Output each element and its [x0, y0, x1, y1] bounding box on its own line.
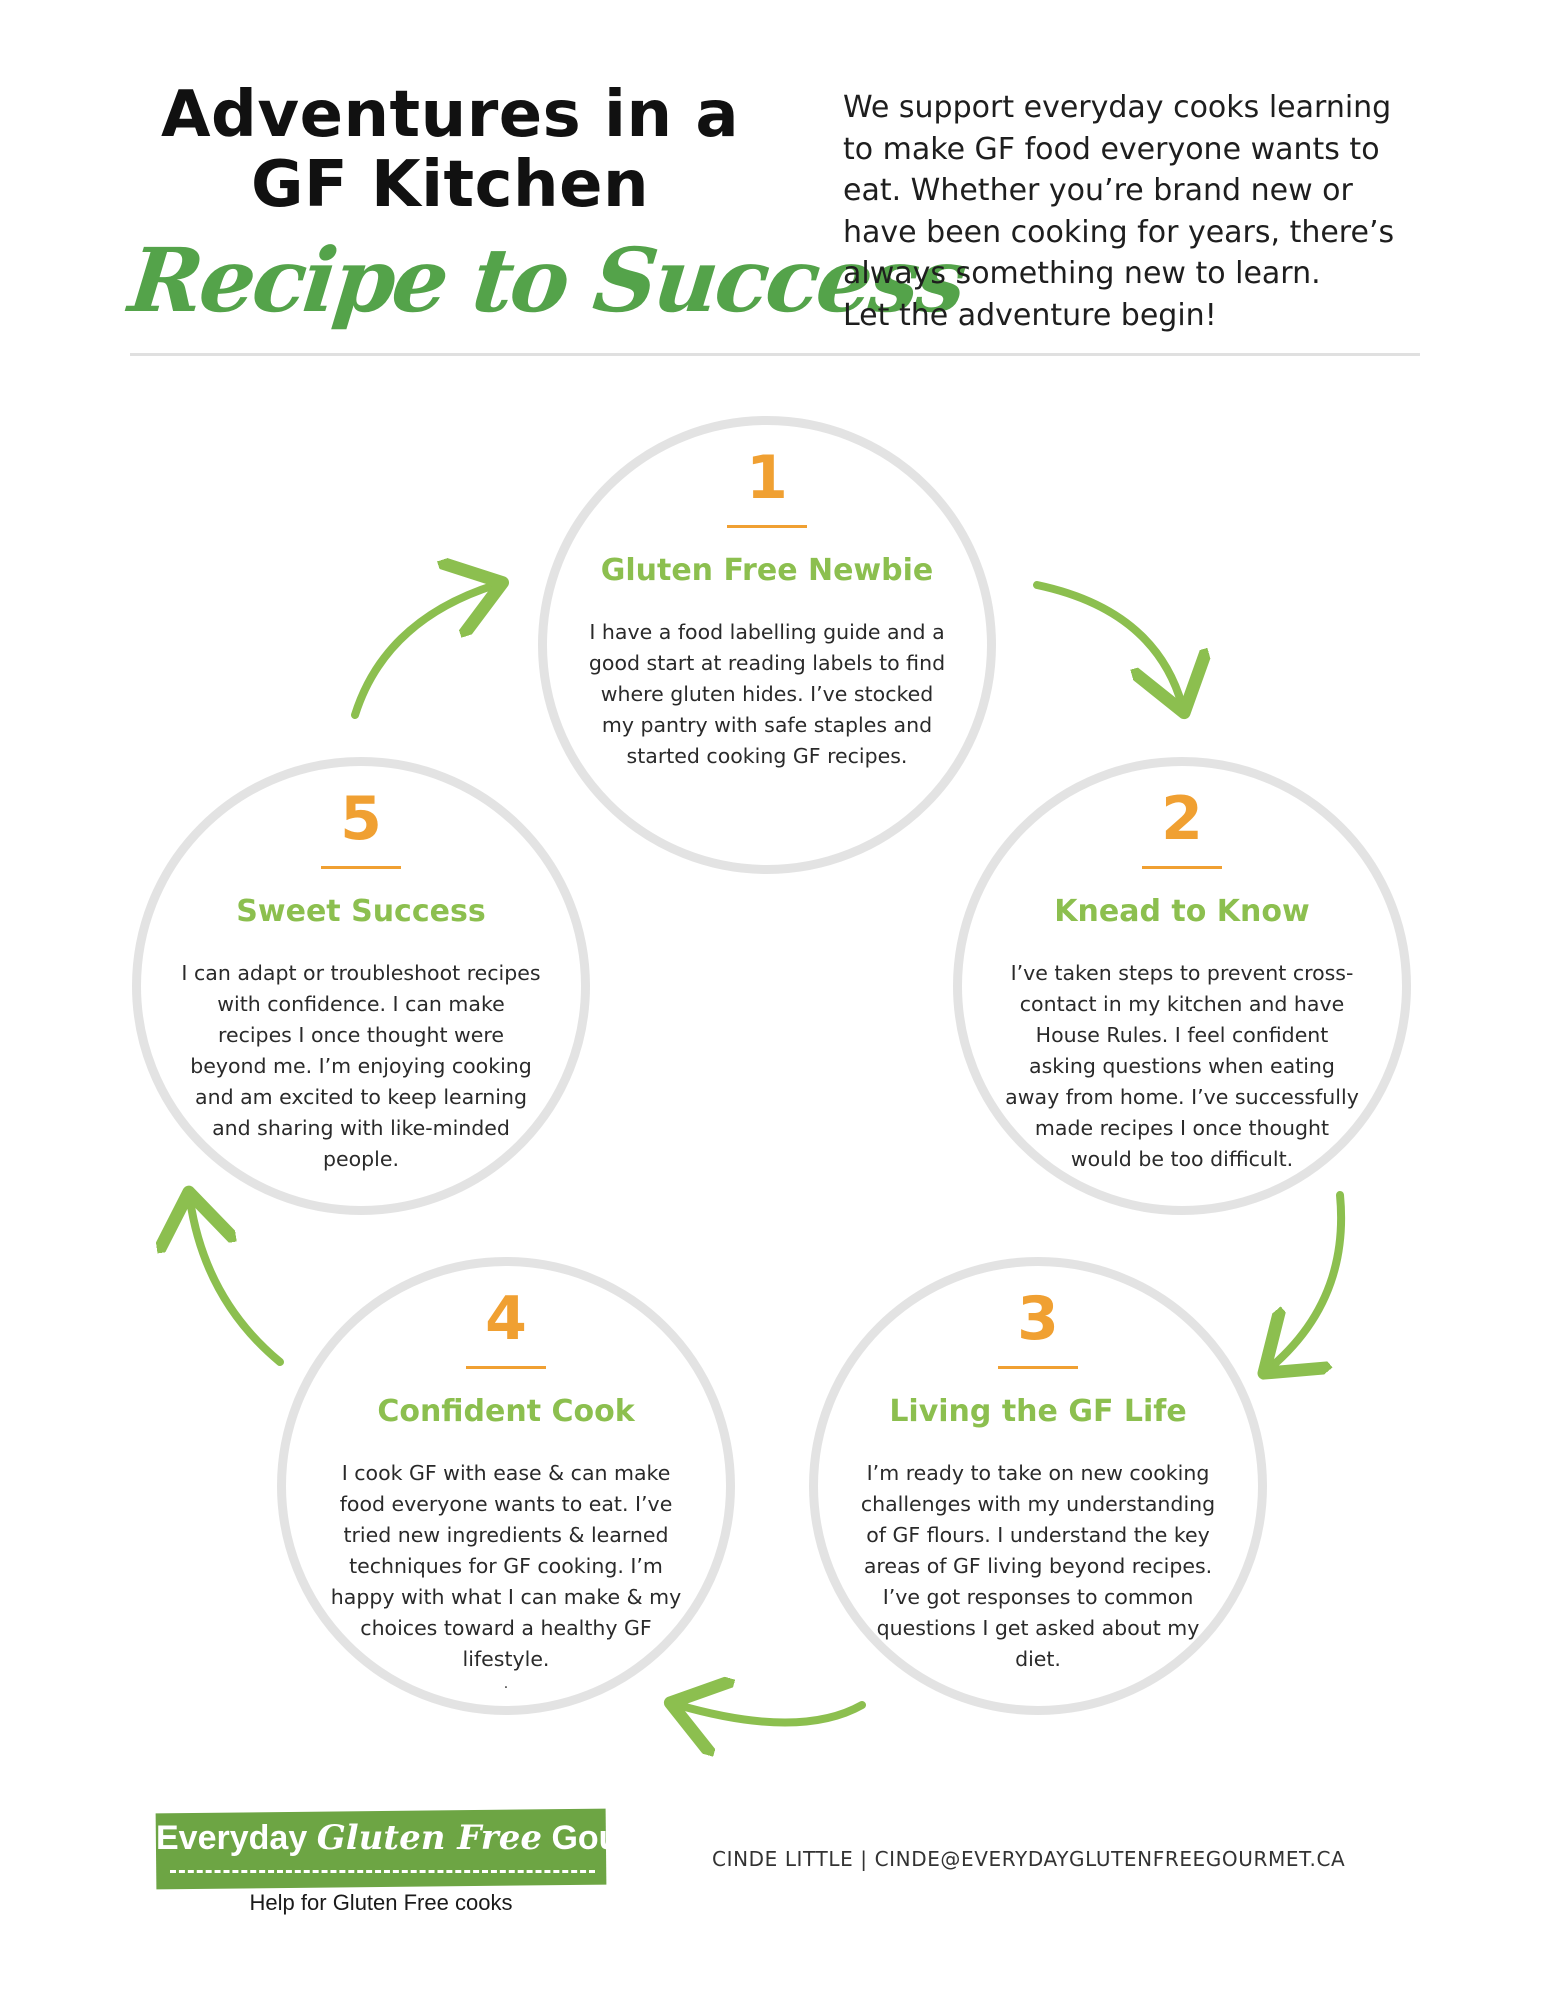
stage-circle-1: 1 Gluten Free Newbie I have a food label…: [538, 416, 996, 874]
stage-title: Living the GF Life: [889, 1394, 1187, 1429]
stage-number: 2: [1161, 784, 1203, 854]
stage-number: 5: [340, 784, 382, 854]
desc-line: I’m ready to take on new cooking: [866, 1461, 1210, 1485]
desc-line: good start at reading labels to find: [588, 651, 946, 675]
stage-circle-3: 3 Living the GF Life I’m ready to take o…: [809, 1257, 1267, 1715]
desc-line: beyond me. I’m enjoying cooking: [190, 1054, 532, 1078]
stage-description: I’ve taken steps to prevent cross- conta…: [1002, 958, 1362, 1175]
desc-line: I can adapt or troubleshoot recipes: [181, 961, 541, 985]
page-title: Adventures in a GF Kitchen: [130, 80, 770, 220]
desc-line: I have a food labelling guide and a: [589, 620, 945, 644]
title-line-2: GF Kitchen: [250, 148, 650, 222]
stage-number: 3: [1017, 1284, 1059, 1354]
stage-circle-5: 5 Sweet Success I can adapt or troublesh…: [132, 757, 590, 1215]
desc-line: made recipes I once thought: [1034, 1116, 1330, 1140]
stage-title: Confident Cook: [377, 1394, 635, 1429]
intro-line: Let the adventure begin!: [843, 297, 1217, 333]
stage-description: I’m ready to take on new cooking challen…: [858, 1458, 1218, 1675]
logo-word: Gluten Free: [316, 1818, 542, 1858]
intro-line: always something new to learn.: [843, 256, 1321, 291]
number-underline: [1142, 866, 1222, 869]
desc-line: away from home. I’ve successfully: [1005, 1085, 1359, 1109]
intro-line: have been cooking for years, there’s: [843, 214, 1395, 250]
logo-word: Gourmet: [551, 1819, 694, 1857]
arrow-1-to-2: [1033, 581, 1182, 705]
logo-tagline: Help for Gluten Free cooks: [249, 1890, 513, 1915]
stage-circle-2: 2 Knead to Know I’ve taken steps to prev…: [953, 757, 1411, 1215]
desc-line: where gluten hides. I’ve stocked: [600, 682, 934, 706]
desc-line: people.: [322, 1147, 399, 1171]
arrow-4-to-5: [190, 1200, 284, 1366]
desc-line: questions I get asked about my: [876, 1616, 1200, 1640]
arrow-5-to-1: [351, 585, 495, 719]
stage-title: Gluten Free Newbie: [600, 553, 934, 588]
number-underline: [321, 866, 401, 869]
number-underline: [998, 1366, 1078, 1369]
desc-line: I cook GF with ease & can make: [341, 1461, 671, 1485]
desc-line: happy with what I can make & my: [330, 1585, 682, 1609]
stage-description: I have a food labelling guide and a good…: [587, 617, 947, 772]
desc-line: House Rules. I feel confident: [1035, 1023, 1329, 1047]
intro-line: We support everyday cooks learning: [843, 90, 1392, 125]
desc-line: recipes I once thought were: [218, 1023, 504, 1047]
desc-line: started cooking GF recipes.: [626, 744, 908, 768]
desc-line: tried new ingredients & learned: [343, 1523, 669, 1547]
title-line-1: Adventures in a: [161, 78, 739, 152]
desc-line: and am excited to keep learning: [195, 1085, 527, 1109]
desc-line: my pantry with safe staples and: [601, 713, 933, 737]
stage-title: Sweet Success: [236, 894, 486, 929]
desc-line: techniques for GF cooking. I’m: [349, 1554, 663, 1578]
logo-word: Everyday: [156, 1819, 308, 1857]
desc-line: challenges with my understanding: [860, 1492, 1216, 1516]
intro-paragraph: We support everyday cooks learning to ma…: [843, 87, 1443, 336]
logo-wordmark: Everyday Gluten Free Gourmet: [156, 1818, 693, 1858]
contact-info: CINDE LITTLE | CINDE@EVERYDAYGLUTENFREEG…: [712, 1847, 1346, 1871]
desc-line: I’ve got responses to common: [882, 1585, 1194, 1609]
stage-number: 4: [485, 1284, 527, 1354]
desc-line: contact in my kitchen and have: [1019, 992, 1345, 1016]
desc-line: food everyone wants to eat. I’ve: [339, 1492, 673, 1516]
number-underline: [466, 1366, 546, 1369]
desc-line: and sharing with like-minded: [212, 1116, 510, 1140]
stage-description: I cook GF with ease & can make food ever…: [326, 1458, 686, 1675]
stage-description: I can adapt or troubleshoot recipes with…: [181, 958, 541, 1175]
stage-number: 1: [746, 443, 788, 513]
arrow-2-to-3: [1270, 1191, 1346, 1368]
desc-line: would be too difficult.: [1070, 1147, 1294, 1171]
arrow-3-to-4: [678, 1705, 866, 1723]
desc-line: diet.: [1015, 1647, 1061, 1671]
desc-line: of GF flours. I understand the key: [866, 1523, 1210, 1547]
stage-title: Knead to Know: [1054, 894, 1310, 929]
desc-line: with confidence. I can make: [217, 992, 505, 1016]
stage-circle-4: 4 Confident Cook I cook GF with ease & c…: [277, 1257, 735, 1715]
desc-line: asking questions when eating: [1029, 1054, 1335, 1078]
desc-line: choices toward a healthy GF: [360, 1616, 652, 1640]
intro-line: to make GF food everyone wants to: [843, 131, 1380, 167]
desc-line: I’ve taken steps to prevent cross-: [1010, 961, 1354, 985]
logo-dashed-rule: [170, 1870, 595, 1873]
intro-line: eat. Whether you’re brand new or: [843, 173, 1353, 208]
trailing-mark: .: [503, 1676, 509, 1692]
desc-line: areas of GF living beyond recipes.: [863, 1554, 1213, 1578]
number-underline: [727, 525, 807, 528]
header-divider: [130, 353, 1420, 356]
desc-line: lifestyle.: [462, 1647, 550, 1671]
